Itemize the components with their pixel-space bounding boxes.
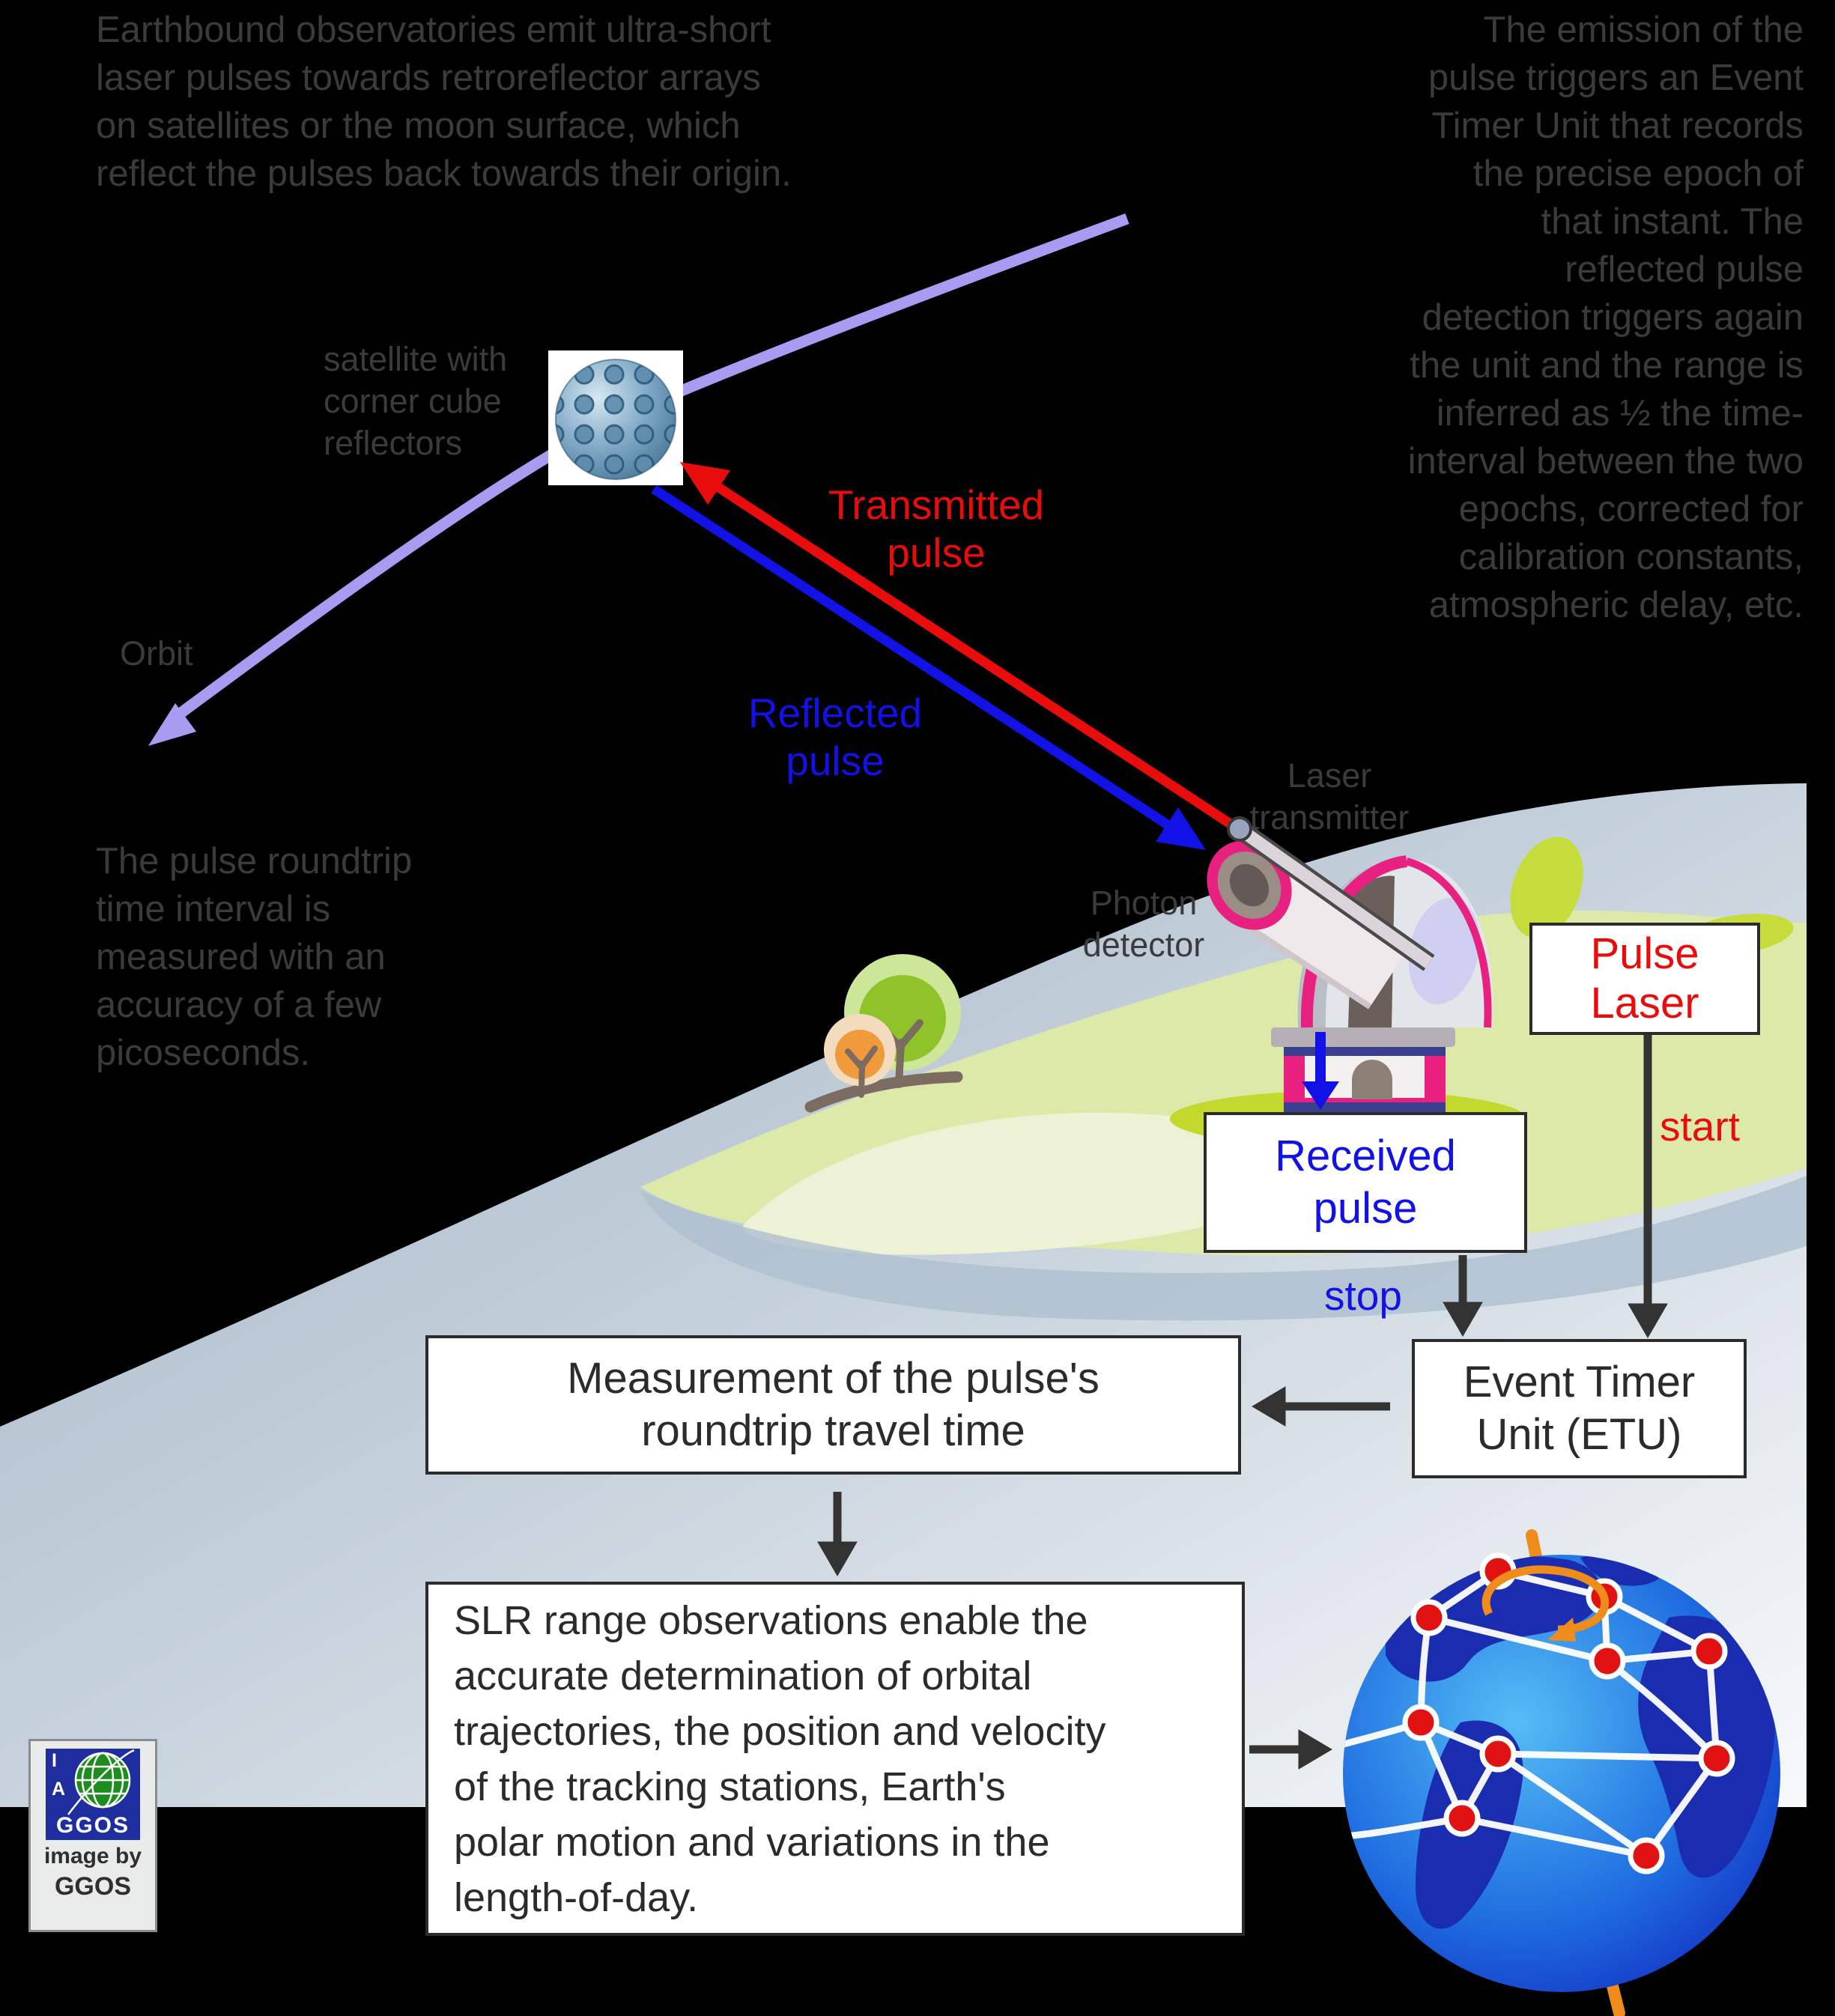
emission-line: inferred as ½ the time-	[1436, 393, 1804, 434]
intro-line: reflect the pulses back towards their or…	[96, 154, 792, 194]
pulse-laser-line: Pulse	[1590, 929, 1699, 978]
slr-line: trajectories, the position and velocity	[454, 1708, 1106, 1754]
ggos-logo-square: I A GGOS	[46, 1749, 140, 1840]
event-timer-unit-box: Event Timer Unit (ETU)	[1412, 1339, 1747, 1478]
laser-transmitter-line: Laser	[1287, 756, 1372, 795]
reflected-pulse-beam	[651, 485, 1206, 850]
emission-line: detection triggers again	[1422, 297, 1804, 338]
slr-to-globe-arrow	[1298, 1729, 1332, 1770]
measurement-box: Measurement of the pulse's roundtrip tra…	[425, 1335, 1241, 1475]
measurement-to-slr-arrow	[817, 1541, 858, 1576]
slr-line: SLR range observations enable the	[454, 1597, 1088, 1643]
satellite-label-line: corner cube	[324, 382, 502, 420]
received-pulse-line: pulse	[1313, 1184, 1418, 1233]
orbit-label: Orbit	[120, 634, 193, 672]
roundtrip-line: time interval is	[96, 889, 331, 929]
transmitted-line: Transmitted	[828, 482, 1045, 528]
emission-line: pulse triggers an Event	[1428, 58, 1804, 98]
emission-line: the unit and the range is	[1410, 345, 1804, 386]
roundtrip-line: measured with an	[96, 937, 386, 977]
ggos-logo: I A GGOS image by GGOS	[28, 1739, 157, 1932]
satellite-label: satellite with corner cube reflectors	[324, 338, 507, 464]
intro-line: laser pulses towards retroreflector arra…	[96, 58, 761, 98]
emission-line: calibration constants,	[1458, 537, 1804, 577]
received-pulse-box: Received pulse	[1204, 1112, 1527, 1253]
satellite-label-line: satellite with	[324, 340, 508, 378]
emission-line: that instant. The	[1541, 201, 1804, 242]
measurement-line: Measurement of the pulse's	[567, 1354, 1100, 1403]
emission-line: epochs, corrected for	[1458, 489, 1804, 529]
ggos-globe-icon	[67, 1749, 135, 1815]
photon-detector-line: Photon	[1090, 884, 1198, 922]
emission-line: The emission of the	[1483, 10, 1804, 50]
received-pulse-line: Received	[1275, 1132, 1456, 1180]
etu-to-measurement-arrow	[1252, 1386, 1286, 1427]
laser-transmitter-tube	[1227, 816, 1435, 971]
intro-line: Earthbound observatories emit ultra-shor…	[96, 10, 771, 50]
laser-transmitter-line: transmitter	[1249, 798, 1410, 837]
emission-line: the precise epoch of	[1472, 154, 1804, 194]
transmitted-pulse-label: Transmitted pulse	[813, 481, 1060, 577]
ggos-acronym: GGOS	[55, 1813, 130, 1838]
iag-letter: I	[52, 1750, 57, 1771]
emission-line: interval between the two	[1407, 441, 1804, 482]
satellite-icon	[548, 350, 683, 485]
emission-line: Timer Unit that records	[1431, 106, 1804, 146]
reflected-pulse-label: Reflected pulse	[723, 689, 947, 785]
satellite-label-line: reflectors	[324, 424, 463, 462]
pulse-laser-line: Laser	[1590, 979, 1699, 1027]
pulse-laser-box: Pulse Laser	[1529, 923, 1760, 1035]
logo-credit: image by	[43, 1844, 142, 1868]
trees-icon	[804, 954, 963, 1113]
intro-line: on satellites or the moon surface, which	[96, 106, 741, 146]
roundtrip-line: The pulse roundtrip	[96, 841, 413, 881]
reflected-line: Reflected	[747, 690, 923, 736]
slr-observations-box: SLR range observations enable the accura…	[425, 1582, 1245, 1936]
slr-line: accurate determination of orbital	[454, 1653, 1032, 1698]
emission-paragraph: The emission of the pulse triggers an Ev…	[1071, 6, 1804, 629]
roundtrip-line: picoseconds.	[96, 1033, 311, 1073]
roundtrip-line: accuracy of a few	[96, 985, 382, 1025]
intro-paragraph: Earthbound observatories emit ultra-shor…	[96, 6, 792, 198]
etu-line: Event Timer	[1463, 1358, 1696, 1406]
stop-label: stop	[1324, 1272, 1402, 1319]
stop-arrow	[1443, 1302, 1483, 1337]
start-arrow	[1628, 1303, 1668, 1338]
start-label: start	[1660, 1103, 1740, 1150]
reflected-line: pulse	[786, 738, 885, 784]
logo-credit: GGOS	[54, 1872, 132, 1901]
roundtrip-paragraph: The pulse roundtrip time interval is mea…	[96, 837, 412, 1077]
photon-detector-line: detector	[1082, 926, 1205, 964]
rotation-axis-swirl	[1481, 1565, 1610, 1634]
transmitted-pulse-beam	[680, 462, 1239, 832]
measurement-line: roundtrip travel time	[641, 1406, 1025, 1455]
laser-transmitter-label: Laser transmitter	[1217, 755, 1442, 839]
transmitted-line: pulse	[887, 529, 986, 576]
received-pulse-arrow	[1302, 1032, 1339, 1110]
slr-line: of the tracking stations, Earth's	[454, 1764, 1006, 1809]
emission-line: atmospheric delay, etc.	[1428, 585, 1804, 625]
slr-line: length-of-day.	[454, 1874, 699, 1920]
emission-line: reflected pulse	[1565, 249, 1804, 290]
etu-line: Unit (ETU)	[1476, 1410, 1682, 1459]
photon-detector-label: Photon detector	[1058, 882, 1230, 966]
water-channel	[640, 1176, 1807, 1321]
iag-letter: A	[52, 1779, 66, 1800]
tracking-globe-icon	[1343, 1529, 1780, 2016]
flow-arrows	[817, 1035, 1668, 1770]
slr-line: polar motion and variations in the	[454, 1819, 1050, 1865]
